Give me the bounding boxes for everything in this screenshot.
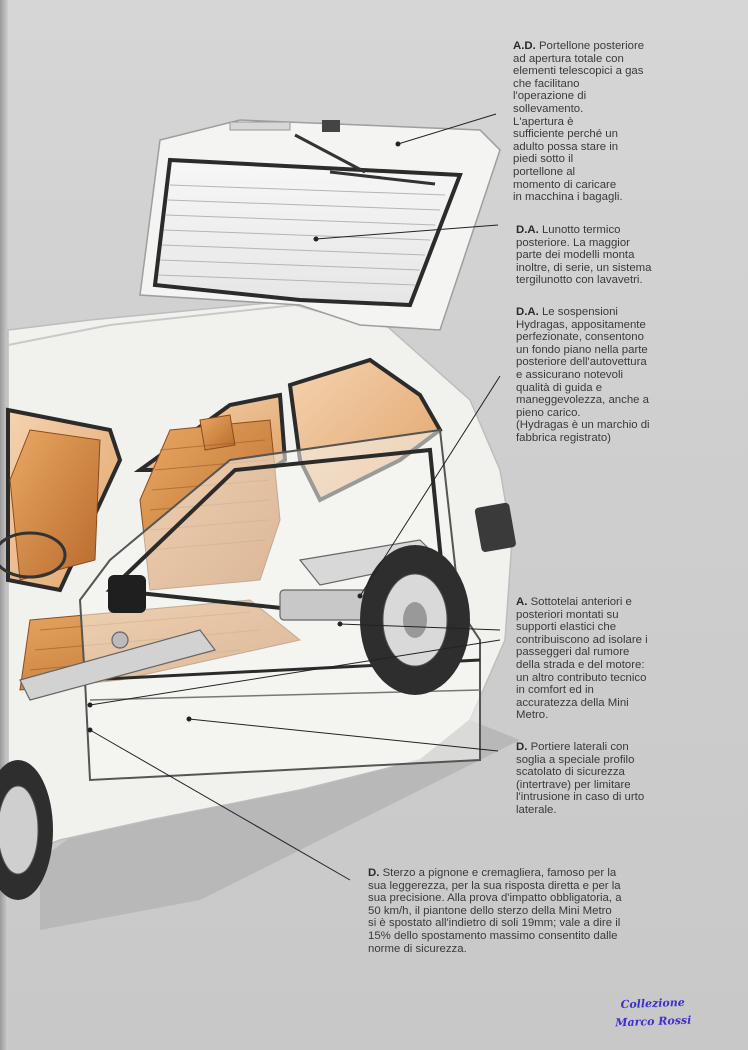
callout-subframes: A. Sottotelai anteriori e posteriori mon… — [516, 596, 706, 722]
wing-mirror — [108, 575, 146, 613]
callout-steering: D. Sterzo a pignone e cremagliera, famos… — [368, 867, 688, 955]
car-shadow — [40, 720, 520, 930]
heated-window-lines — [157, 184, 446, 286]
callout-code: A.D. — [513, 40, 536, 52]
callout-text: Sterzo a pignone e cremagliera, famoso p… — [368, 867, 622, 955]
callout-code: A. — [516, 596, 528, 608]
callout-text: Lunotto termico posteriore. La maggior p… — [516, 224, 652, 287]
callout-text: Portiere laterali con soglia a speciale … — [516, 741, 645, 816]
callout-tailgate: A.D. Portellone posteriore ad apertura t… — [513, 40, 703, 204]
wiper-blade — [329, 170, 436, 186]
steering-wheel — [0, 531, 67, 579]
rear-wheel — [360, 545, 470, 695]
callout-code: D. — [516, 741, 528, 753]
callout-text: Sottotelai anteriori e posteriori montat… — [516, 596, 648, 722]
tailgate-lock — [322, 120, 340, 132]
watermark-line-2: Marco Rossi — [615, 1013, 692, 1030]
callout-side-doors: D. Portiere laterali con soglia a specia… — [516, 741, 706, 817]
callout-code: D.A. — [516, 306, 539, 318]
callout-heated-rear-window: D.A. Lunotto termico posteriore. La magg… — [516, 224, 706, 287]
callout-text: Portellone posteriore ad apertura totale… — [513, 40, 645, 204]
page-binding-shadow — [0, 0, 8, 1050]
callout-code: D. — [368, 867, 380, 879]
callout-hydragas-suspension: D.A. Le sospensioni Hydragas, appositame… — [516, 306, 706, 445]
front-wheel — [0, 760, 53, 900]
leader-lines — [87, 113, 501, 881]
wiper-arm — [294, 133, 366, 174]
callout-text: Le sospensioni Hydragas, appositamente p… — [516, 306, 650, 444]
rear-bumper — [474, 502, 516, 552]
callout-code: D.A. — [516, 224, 539, 236]
collection-watermark: Collezione Marco Rossi — [602, 993, 703, 1032]
